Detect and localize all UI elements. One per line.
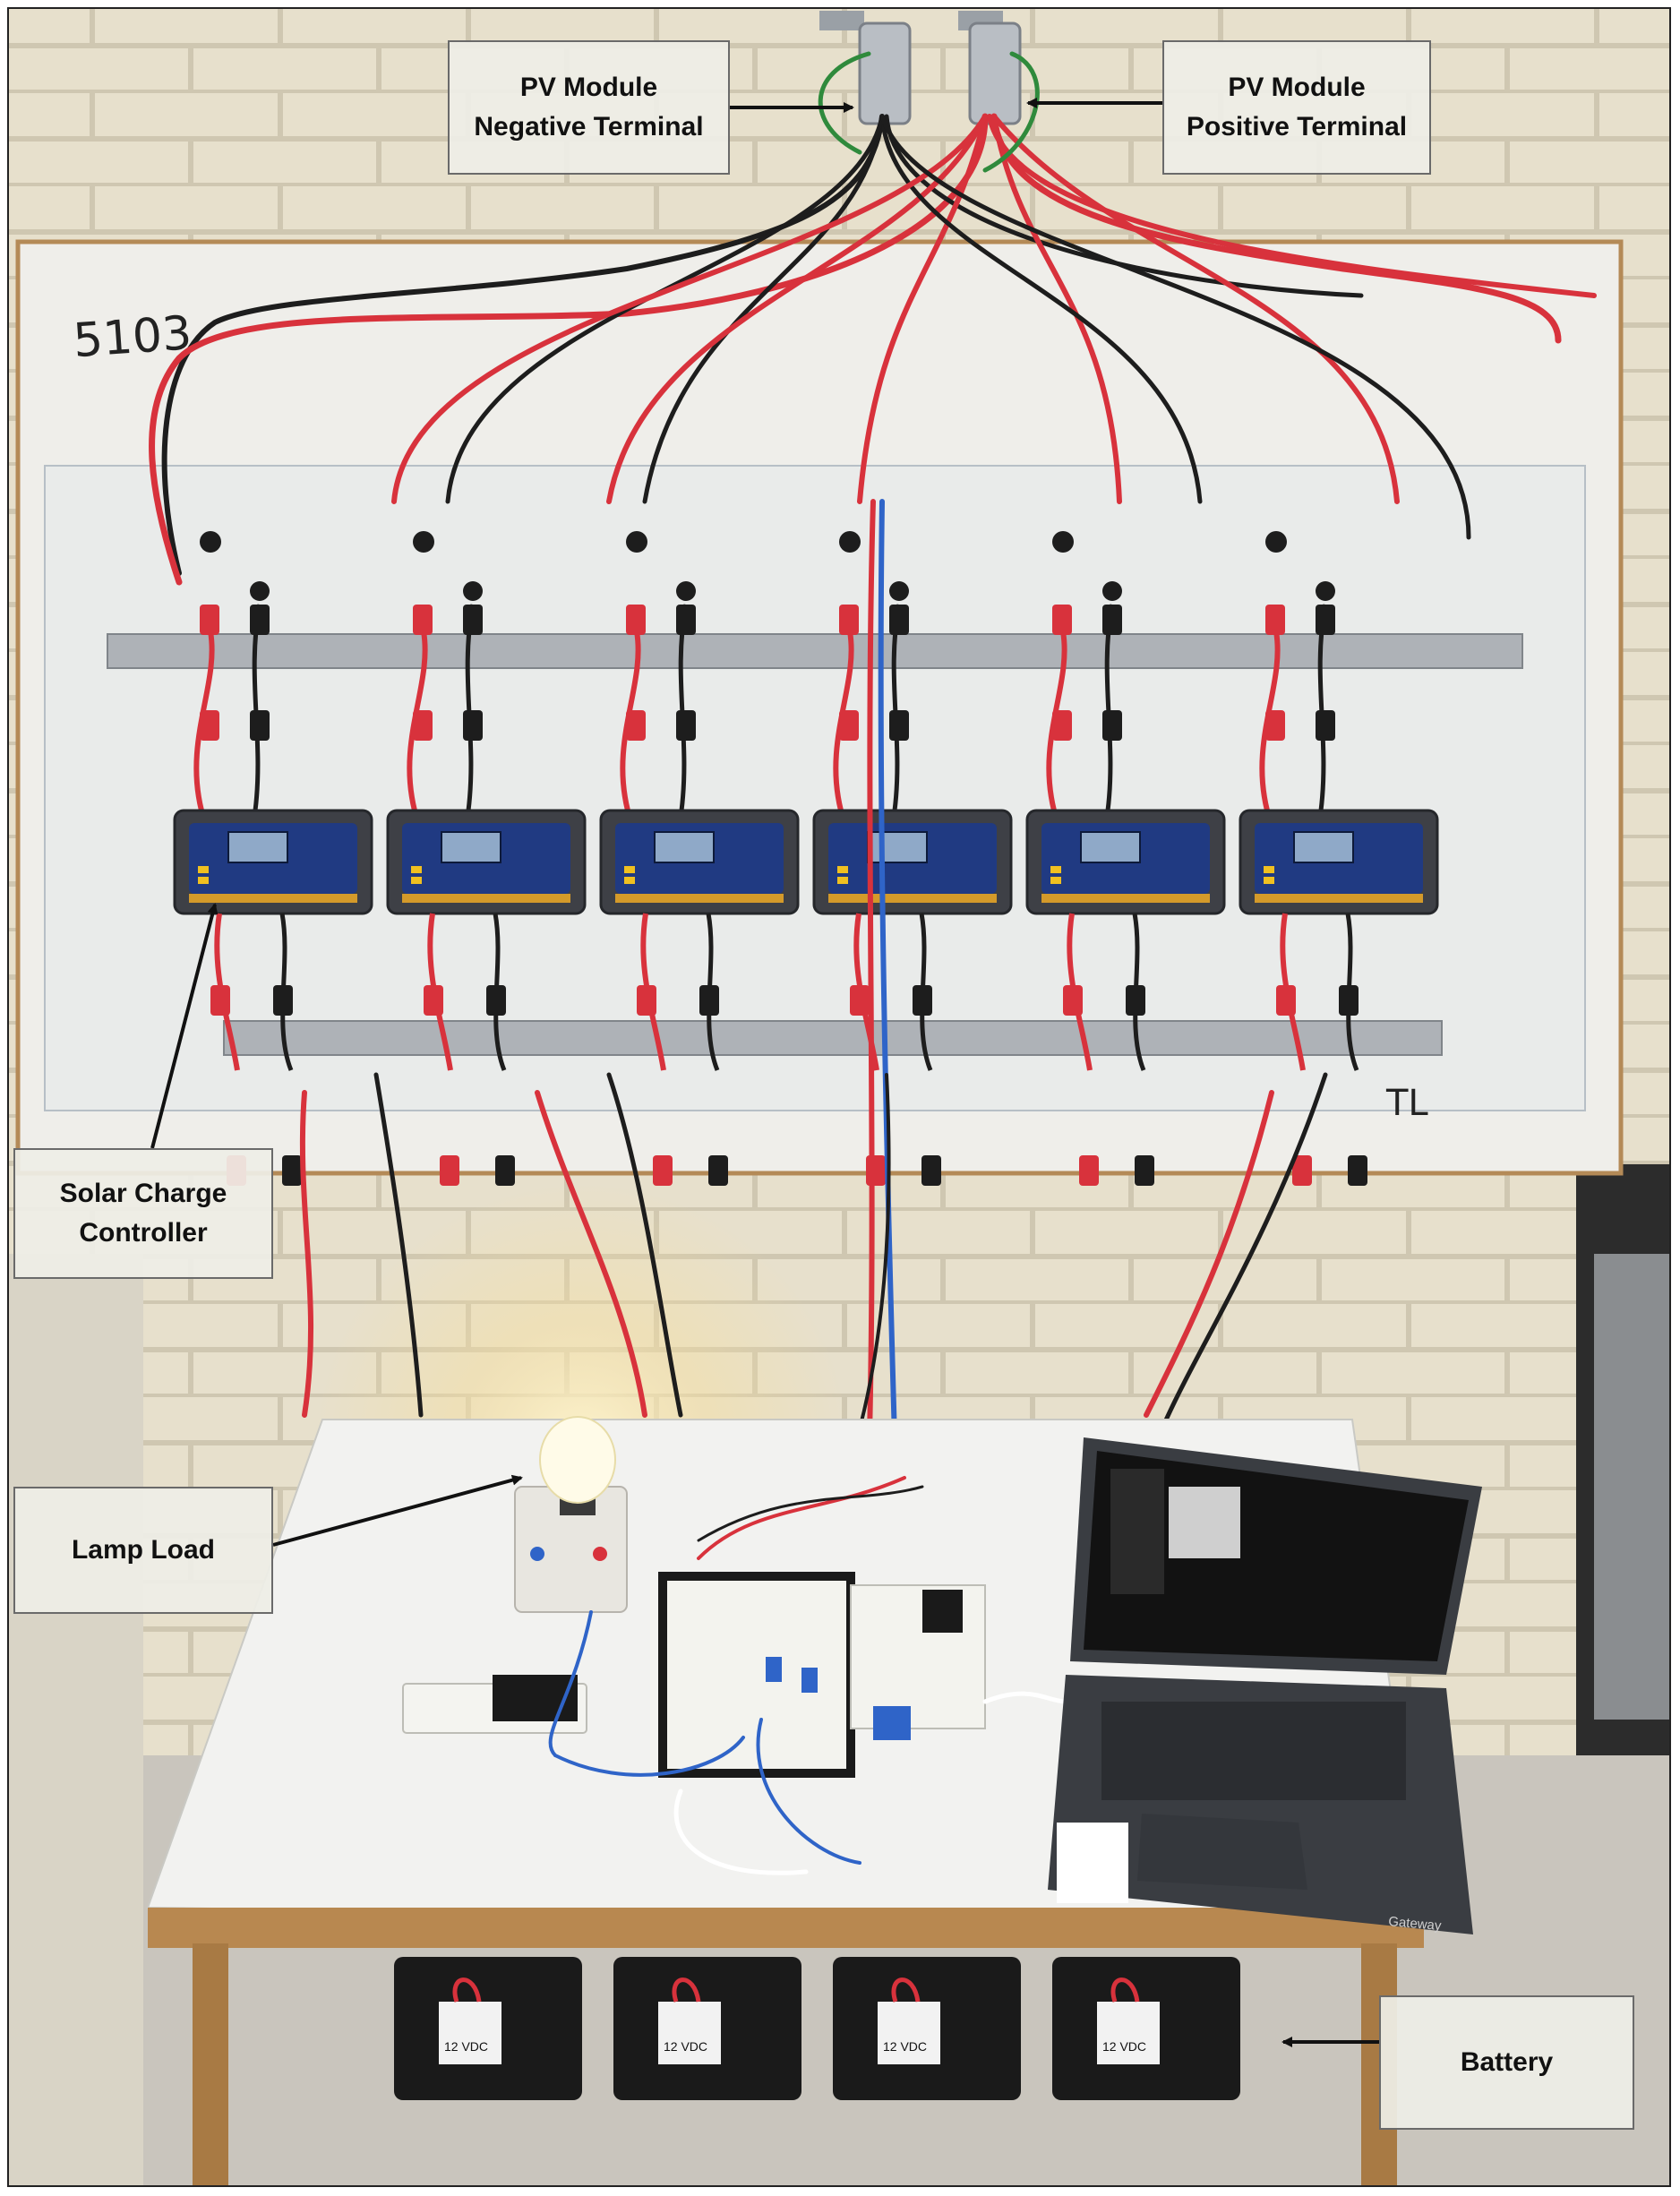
laptop: Gateway — [1048, 1437, 1482, 1934]
trash-bin — [1594, 1254, 1671, 1720]
pv-negative-terminal-label: PV Module Negative Terminal — [448, 40, 730, 175]
battery-unit: 12 VDC — [613, 1957, 801, 2100]
charge-controller — [1239, 531, 1439, 1186]
light-bulb — [539, 1416, 616, 1504]
battery-text: Battery — [1460, 2047, 1554, 2077]
charge-controller — [173, 531, 373, 1186]
breadboard-setup — [402, 1572, 986, 1778]
wire-harness — [149, 51, 1597, 586]
lower-rail — [223, 1020, 1443, 1056]
charge-controller — [386, 531, 587, 1186]
battery-bank: 12 VDC 12 VDC 12 VDC 12 VDC — [394, 1957, 1240, 2100]
solar-charge-controller-line-1: Solar Charge — [59, 1179, 227, 1208]
solar-charge-controller-label: Solar Charge Controller — [13, 1148, 273, 1279]
pv-positive-line-1: PV Module — [1228, 73, 1366, 102]
plexiglass-cover — [44, 465, 1586, 1111]
table-leg-left — [193, 1943, 228, 2187]
solar-charge-controller-line-2: Controller — [79, 1218, 208, 1248]
charge-controller-row — [173, 531, 1439, 1186]
pv-conduit-fittings — [819, 11, 1022, 125]
pv-positive-terminal-label: PV Module Positive Terminal — [1162, 40, 1431, 175]
battery-voltage-text: 12 VDC — [444, 2039, 488, 2054]
breadboard-jumper-wires — [548, 1476, 1068, 1875]
pv-negative-line-2: Negative Terminal — [474, 112, 704, 142]
pv-positive-conduit — [968, 21, 1022, 125]
laptop-brand-text: Gateway — [1388, 1914, 1443, 1934]
left-wall-shadow — [9, 1254, 143, 2187]
table-apron — [148, 1908, 1424, 1948]
pv-negative-conduit — [858, 21, 912, 125]
battery-voltage-text: 12 VDC — [1102, 2039, 1146, 2054]
lamp-load-arrow — [272, 1474, 523, 1547]
battery-unit: 12 VDC — [394, 1957, 582, 2100]
battery-unit: 12 VDC — [1052, 1957, 1240, 2100]
lamp-load-text: Lamp Load — [71, 1535, 215, 1565]
pv-positive-line-2: Positive Terminal — [1186, 112, 1408, 142]
solar-charge-controller-arrow — [150, 903, 219, 1149]
board-marking-text: 5103 — [72, 306, 193, 368]
lamp-load-label: Lamp Load — [13, 1487, 273, 1614]
charge-controller — [599, 531, 800, 1186]
upper-rail — [107, 633, 1523, 669]
board-initials-text: TL — [1385, 1083, 1428, 1124]
pv-negative-line-1: PV Module — [519, 73, 658, 102]
charge-controller — [1025, 531, 1226, 1186]
battery-voltage-text: 12 VDC — [883, 2039, 927, 2054]
lamp-load — [514, 1416, 628, 1613]
battery-unit: 12 VDC — [833, 1957, 1021, 2100]
callout-arrows — [150, 98, 1379, 2047]
battery-label: Battery — [1379, 1995, 1634, 2130]
battery-voltage-text: 12 VDC — [664, 2039, 707, 2054]
mounting-board — [15, 239, 1624, 1176]
